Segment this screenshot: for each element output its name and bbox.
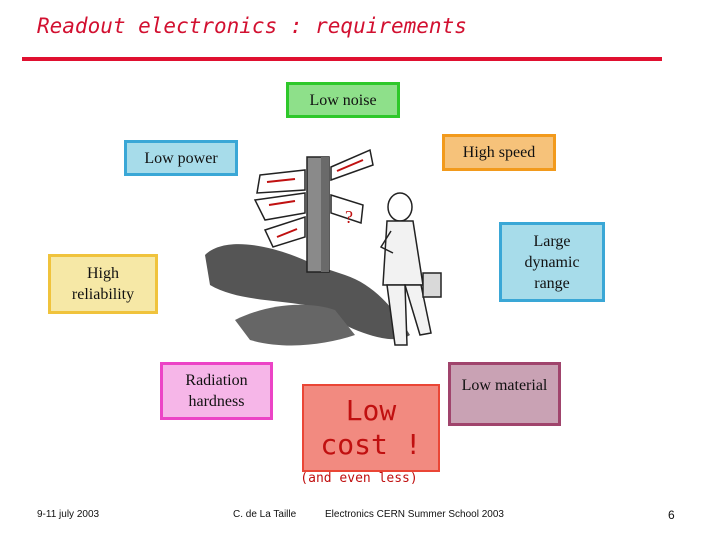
man-body (383, 221, 423, 285)
low-noise-box: Low noise (286, 82, 400, 118)
large-dynamic-range-box: Large dynamic range (499, 222, 605, 302)
high-speed-label: High speed (463, 142, 535, 163)
high-speed-box: High speed (442, 134, 556, 171)
footer-date: 9-11 july 2003 (37, 509, 99, 520)
question-mark: ? (345, 207, 353, 227)
low-material-label: Low material (462, 375, 548, 396)
sign-board (255, 193, 305, 220)
and-even-less-note: (and even less) (300, 471, 418, 486)
man-head (388, 193, 412, 221)
low-power-box: Low power (124, 140, 238, 176)
radiation-hardness-label: Radiation hardness (177, 370, 257, 412)
sign-post-side (321, 157, 329, 272)
low-material-box: Low material (448, 362, 561, 426)
low-cost-box: Low cost ! (302, 384, 440, 472)
slide-title: Readout electronics : requirements (37, 14, 467, 38)
page-number: 6 (668, 508, 675, 522)
low-power-label: Low power (144, 148, 217, 169)
footer-school: Electronics CERN Summer School 2003 (325, 509, 504, 520)
briefcase (423, 273, 441, 297)
footer-author: C. de La Taille (233, 509, 296, 520)
title-underline (22, 57, 662, 61)
radiation-hardness-box: Radiation hardness (160, 362, 273, 420)
sign-board (265, 217, 305, 247)
high-reliability-box: High reliability (48, 254, 158, 314)
large-dynamic-range-label: Large dynamic range (517, 231, 587, 294)
high-reliability-label: High reliability (63, 263, 143, 305)
low-cost-label: Low cost ! (316, 394, 426, 462)
low-noise-label: Low noise (309, 90, 376, 111)
